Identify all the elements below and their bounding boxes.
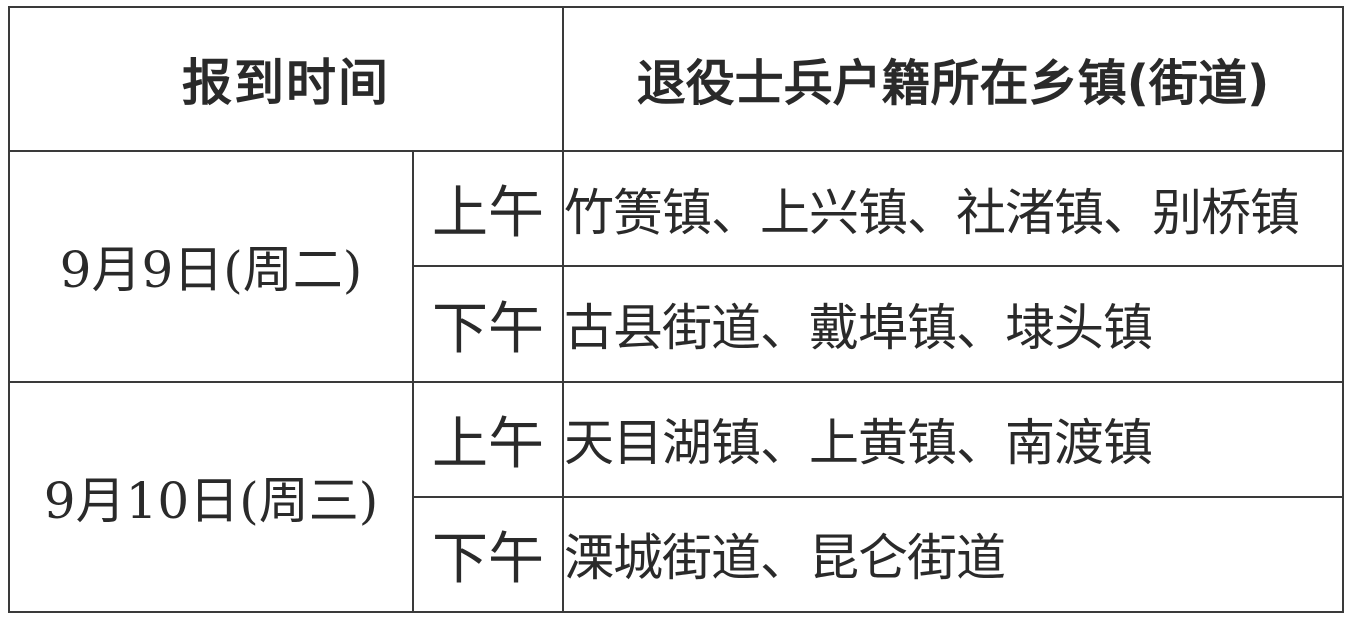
- date-cell: 9月10日(周三): [8, 380, 414, 614]
- registration-schedule-table: 报到时间 退役士兵户籍所在乡镇(街道) 9月9日(周二) 上午 竹箦镇、上兴镇、…: [8, 5, 1344, 614]
- townships-cell: 天目湖镇、上黄镇、南渡镇: [562, 380, 1344, 498]
- townships-cell: 溧城街道、昆仑街道: [562, 495, 1344, 614]
- period-cell: 上午: [412, 150, 564, 268]
- header-registration-time: 报到时间: [8, 5, 564, 153]
- header-row: 报到时间 退役士兵户籍所在乡镇(街道): [8, 5, 1344, 153]
- period-cell: 下午: [412, 495, 564, 614]
- table-row: 9月10日(周三) 上午 天目湖镇、上黄镇、南渡镇: [8, 380, 1344, 614]
- townships-cell: 古县街道、戴埠镇、埭头镇: [562, 265, 1344, 383]
- townships-cell: 竹箦镇、上兴镇、社渚镇、别桥镇: [562, 150, 1344, 268]
- period-cell: 下午: [412, 265, 564, 383]
- period-cell: 上午: [412, 380, 564, 498]
- table-row: 下午 古县街道、戴埠镇、埭头镇: [9, 265, 1344, 383]
- table-row: 9月9日(周二) 上午 竹箦镇、上兴镇、社渚镇、别桥镇: [8, 150, 1344, 383]
- header-townships: 退役士兵户籍所在乡镇(街道): [562, 5, 1344, 153]
- date-cell: 9月9日(周二): [8, 150, 414, 383]
- table-row: 下午 溧城街道、昆仑街道: [9, 495, 1344, 614]
